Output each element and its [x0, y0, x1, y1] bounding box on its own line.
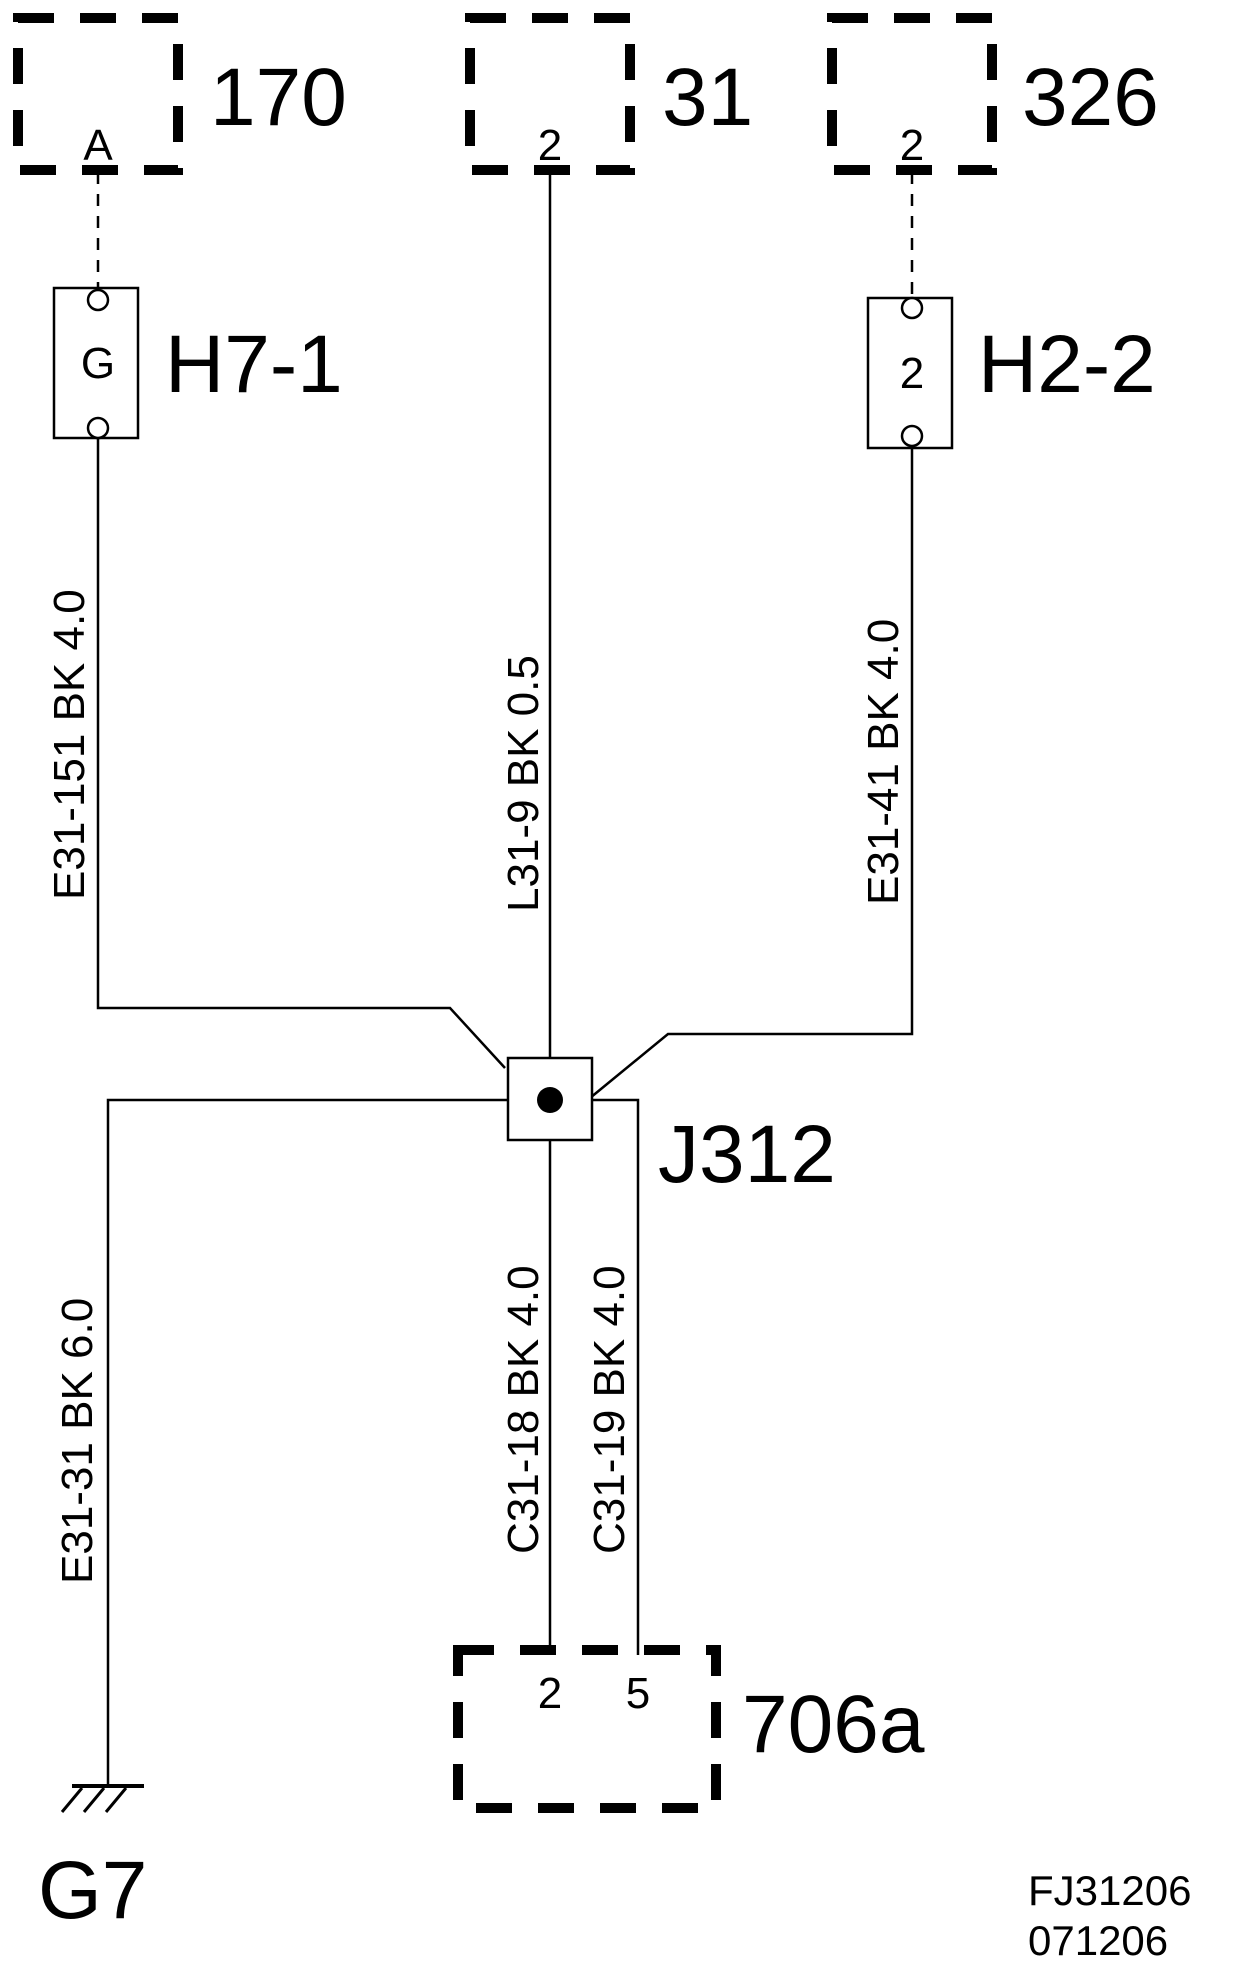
connector-h2-2-terminal-bottom	[900, 424, 924, 448]
component-706a[interactable]: 2 5 706a	[453, 1645, 925, 1813]
connector-h2-2-terminal-top	[900, 296, 924, 320]
footer-diagram-code: FJ31206	[1028, 1867, 1191, 1914]
connector-h2-2-label: H2-2	[978, 319, 1156, 410]
footer-date: 071206	[1028, 1917, 1168, 1964]
component-326[interactable]: 326 2	[827, 13, 1159, 175]
wire-e31-31[interactable]	[106, 1098, 508, 1785]
wire-label-l31-9: L31-9 BK 0.5	[499, 655, 548, 912]
connector-h7-1-label: H7-1	[165, 319, 343, 410]
connector-h7-1-body	[52, 286, 140, 440]
wire-label-e31-31: E31-31 BK 6.0	[53, 1298, 102, 1584]
junction-j312-label: J312	[658, 1109, 836, 1200]
connector-h7-1-pin: G	[81, 339, 115, 388]
component-326-outline	[827, 13, 997, 175]
wire-label-c31-19: C31-19 BK 4.0	[585, 1265, 634, 1554]
component-326-label: 326	[1022, 52, 1159, 143]
wire-label-e31-41: E31-41 BK 4.0	[859, 619, 908, 905]
ground-g7-label: G7	[38, 1845, 147, 1936]
ground-symbol-hatch-2	[82, 1787, 106, 1813]
component-170[interactable]: 170 A	[13, 13, 347, 175]
component-706a-pin-2: 2	[538, 1669, 562, 1718]
wire-e31-41[interactable]	[589, 448, 914, 1099]
connector-h7-1[interactable]: G H7-1	[52, 286, 343, 440]
component-170-label: 170	[210, 52, 347, 143]
wire-e31-151[interactable]	[96, 438, 506, 1069]
component-706a-label: 706a	[742, 1679, 925, 1770]
component-31[interactable]: 31 2	[465, 13, 753, 175]
ground-symbol-hatch-1	[60, 1787, 84, 1813]
component-31-label: 31	[662, 52, 753, 143]
component-31-outline	[465, 13, 635, 175]
ground-symbol-hatch-3	[104, 1787, 128, 1813]
connector-h7-1-terminal-top	[86, 288, 110, 312]
component-326-pin: 2	[900, 121, 924, 170]
component-31-pin: 2	[538, 121, 562, 170]
connector-h7-1-terminal-bottom	[86, 416, 110, 440]
junction-j312-splice-dot	[537, 1087, 563, 1113]
wire-label-c31-18: C31-18 BK 4.0	[499, 1265, 548, 1554]
connector-h2-2[interactable]: 2 H2-2	[866, 296, 1156, 450]
component-170-pin: A	[83, 121, 113, 170]
component-706a-pin-5: 5	[626, 1669, 650, 1718]
connector-h2-2-body	[866, 296, 954, 450]
component-706a-outline	[453, 1645, 721, 1813]
junction-j312[interactable]: J312	[506, 1056, 836, 1200]
wire-c31-19[interactable]	[592, 1098, 640, 1655]
wire-label-e31-151: E31-151 BK 4.0	[45, 589, 94, 900]
component-170-outline	[13, 13, 183, 175]
ground-g7[interactable]: G7	[38, 1784, 147, 1936]
connector-h2-2-pin: 2	[900, 349, 924, 398]
